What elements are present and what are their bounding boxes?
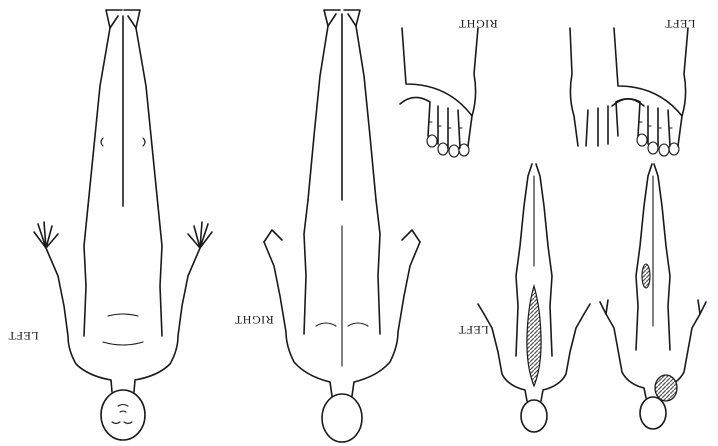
label-left-small: LEFT	[458, 323, 489, 337]
label-left-front: LEFT	[8, 329, 39, 343]
body-front-figure	[34, 10, 212, 440]
hand-left-drawing	[612, 28, 688, 156]
body-back-figure	[264, 10, 420, 442]
shaded-area-shoulder	[655, 375, 677, 401]
label-right-back: RIGHT	[234, 313, 273, 327]
hand-right-drawing	[400, 28, 644, 157]
small-body-figure-left	[600, 164, 706, 429]
small-body-figure-right	[478, 164, 590, 432]
shaded-area-back	[527, 286, 541, 386]
label-hand-left: LEFT	[665, 17, 696, 31]
label-hand-right: RIGHT	[458, 17, 497, 31]
shaded-area-leg	[642, 264, 650, 288]
